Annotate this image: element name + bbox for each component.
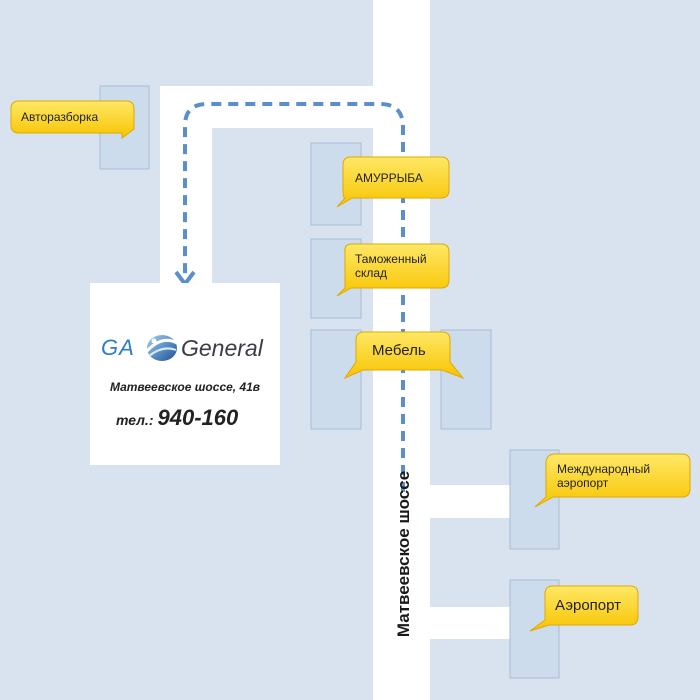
company-address: Матвеевское шоссе, 41в	[109, 380, 261, 394]
bubble-avtorazborka	[10, 100, 135, 139]
logo-text-ga: GA	[101, 335, 135, 360]
label-airport[interactable]: Аэропорт	[555, 596, 622, 614]
bubble-intl-airport	[534, 453, 691, 508]
label-customs-line1: Таможенный	[355, 252, 427, 266]
building-mebel-left	[310, 329, 362, 430]
label-amurryba[interactable]: АМУРРЫБА	[355, 170, 423, 185]
logo-text-general: General	[181, 335, 263, 361]
label-intl-airport-line1: Международный	[557, 461, 651, 476]
phone-prefix: тел.:	[116, 412, 154, 428]
road-branch-airport	[430, 607, 510, 639]
bubble-amurryba	[336, 156, 450, 208]
label-avtorazborka[interactable]: Авторазборка	[21, 110, 99, 124]
company-phone[interactable]: тел.:940-160	[116, 405, 238, 431]
label-intl-airport-line2: аэропорт	[557, 475, 609, 490]
bubble-customs	[336, 243, 450, 297]
label-customs-line2: склад	[355, 266, 388, 280]
label-customs[interactable]: Таможенный склад	[345, 244, 449, 288]
company-card[interactable]: GA General Матвеевское шоссе, 41в тел.:9…	[90, 283, 280, 465]
road-label-matveevskoe: Матвеевское шоссе	[394, 470, 413, 638]
label-intl-airport[interactable]: Международный аэропорт	[547, 454, 690, 497]
label-mebel[interactable]: Мебель	[372, 342, 426, 359]
swirl-emblem-icon	[145, 335, 178, 361]
route-line	[183, 102, 405, 492]
label-bubbles	[10, 100, 691, 632]
company-logo: GA General	[90, 331, 280, 365]
road-branch-intl-airport	[430, 485, 510, 518]
bubble-mebel	[343, 331, 465, 380]
phone-number: 940-160	[157, 405, 239, 430]
bubble-airport	[529, 585, 639, 632]
